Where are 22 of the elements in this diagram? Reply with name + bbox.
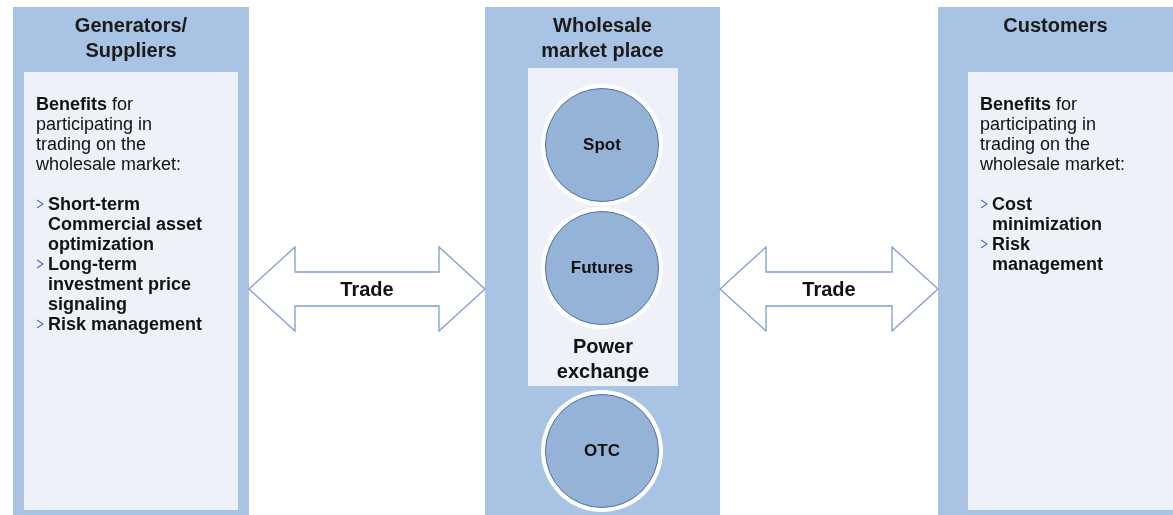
benefits-intro: Benefits for participating in trading on the wholesale market: bbox=[980, 94, 1127, 174]
exchange-box bbox=[528, 68, 678, 386]
circle-label: OTC bbox=[584, 441, 620, 461]
circle-label: Spot bbox=[583, 135, 621, 155]
benefit-item: Cost minimization bbox=[991, 194, 1103, 234]
double-block-arrow bbox=[719, 245, 939, 333]
exchange-label: Power exchange bbox=[555, 334, 651, 384]
benefit-item: Risk management bbox=[991, 234, 1105, 274]
benefit-item: Long-term investment price signaling bbox=[47, 254, 193, 314]
panel-heading: Generators/ Suppliers bbox=[73, 13, 189, 63]
double-block-arrow bbox=[248, 245, 486, 333]
panel-heading: Customers bbox=[1002, 13, 1109, 38]
benefits-card bbox=[24, 72, 238, 510]
benefits-card bbox=[968, 72, 1173, 510]
benefits-intro: Benefits for participating in trading on the wholesale market: bbox=[36, 94, 183, 174]
column-panel bbox=[938, 7, 1173, 515]
benefit-item: Short-term Commercial asset optimization bbox=[47, 194, 204, 254]
column-panel bbox=[13, 7, 249, 515]
column-panel bbox=[485, 7, 720, 515]
benefit-item: Risk management bbox=[47, 314, 203, 334]
panel-heading: Wholesale market place bbox=[540, 13, 665, 63]
circle-label: Futures bbox=[570, 258, 634, 278]
